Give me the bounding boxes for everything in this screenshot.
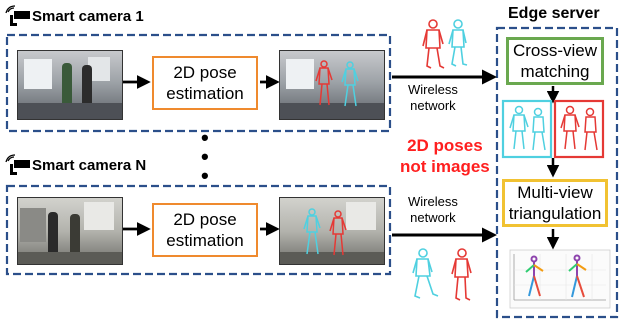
camera-n-frame [5,184,392,276]
camera-ellipsis: • • • [201,125,209,188]
camera-n-input-photo [17,197,123,265]
camera-1-pose-estimation-box: 2D pose estimation [152,56,258,110]
poses-not-images-note: 2D poses not images [400,136,490,176]
edge-server-title: Edge server [508,5,600,22]
camera-n-pose-overlay [303,208,347,256]
matched-pose-cyan [509,105,546,151]
camera-icon-n [5,154,30,175]
camera-icon-1 [5,5,30,26]
result-3d-plot [509,249,611,309]
camera-1-title: Smart camera 1 [32,8,144,25]
matched-pose-red [560,105,598,151]
pose-figure-red-bottom [451,248,472,301]
matched-pose-cyan-box [501,99,553,159]
pose-figure-cyan-bottom [412,248,439,299]
network-label-top: Wireless network [408,82,458,113]
cross-view-matching-box: Cross-view matching [506,37,604,85]
camera-1-pose-overlay [315,60,359,107]
edge-server-frame [495,26,619,319]
camera-n-pose-estimation-box: 2D pose estimation [152,203,258,257]
pose-figure-red-top [422,19,445,69]
multi-view-triangulation-box: Multi-view triangulation [502,179,608,227]
skeleton-3d-left [525,255,544,297]
camera-n-title: Smart camera N [32,157,147,174]
camera-n-output-photo [279,197,385,265]
camera-1-output-photo [279,50,385,120]
camera-1-input-photo [17,50,123,120]
matched-pose-red-box [553,99,605,159]
network-label-bottom: Wireless network [408,194,458,225]
pose-figure-cyan-top [448,19,468,67]
skeleton-3d-right [568,254,587,298]
